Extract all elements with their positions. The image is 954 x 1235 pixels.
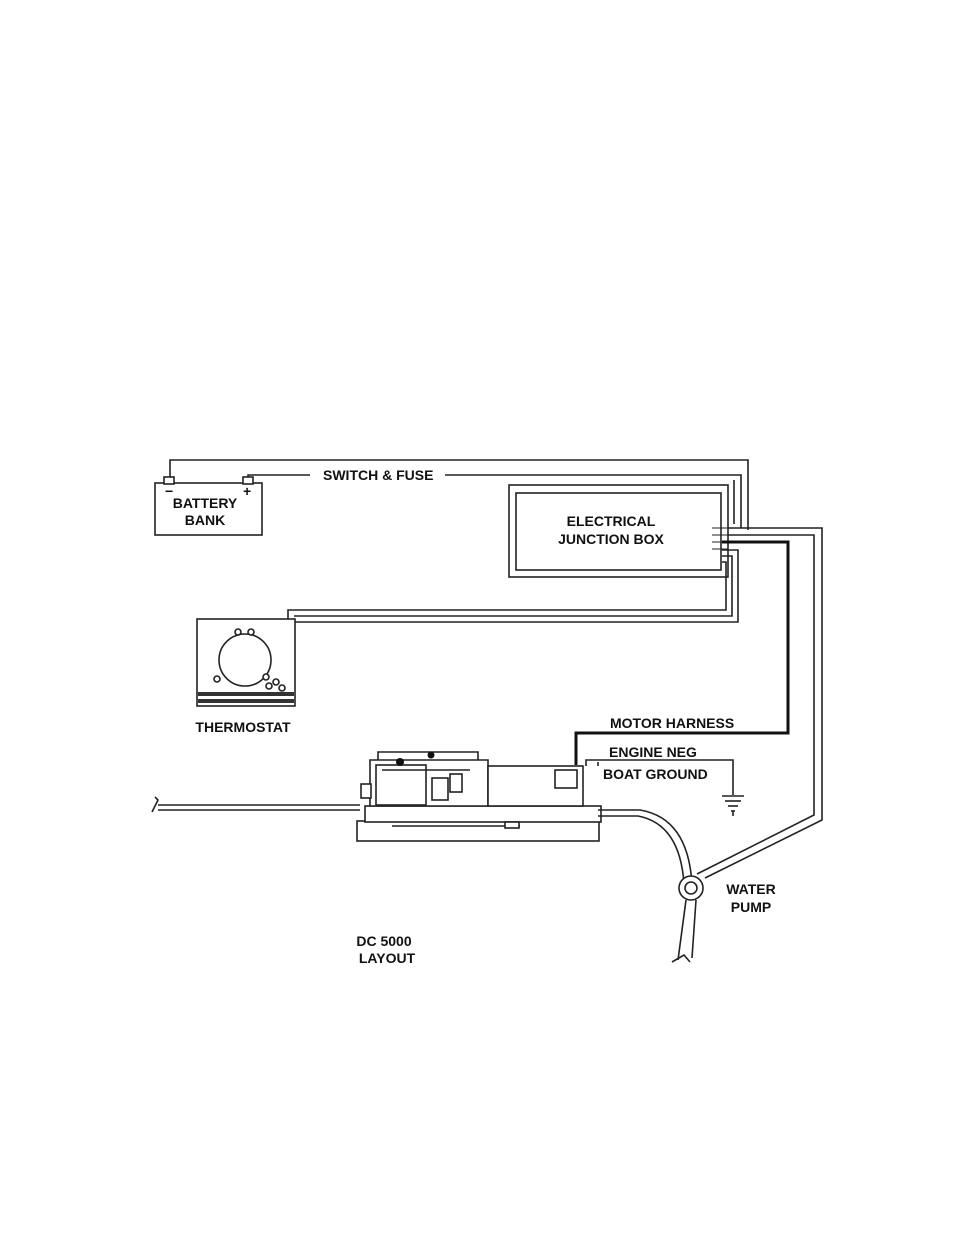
water-pump-label-line1: WATER [726,881,776,897]
battery-label-line2: BANK [185,512,225,528]
layout-title-line2: LAYOUT [359,950,416,966]
junction-to-pump-wires [697,528,822,878]
battery-label-line1: BATTERY [173,495,238,511]
intake-hose [152,797,360,812]
compressor-unit-icon [357,752,601,842]
motor-harness-label: MOTOR HARNESS [610,715,734,731]
ground-symbol-icon [722,796,744,816]
battery-pos-sign: + [243,483,251,499]
boat-ground-label: BOAT GROUND [603,766,708,782]
thermostat-icon [197,619,295,706]
switch-fuse-label: SWITCH & FUSE [323,467,433,483]
thermostat-label: THERMOSTAT [195,719,291,735]
layout-title-line1: DC 5000 [356,933,411,949]
water-pump-label-line2: PUMP [731,899,771,915]
battery-icon: − + BATTERY BANK [155,477,262,535]
water-pump-icon [679,876,703,900]
junction-box-icon: ELECTRICAL JUNCTION BOX [509,485,728,577]
engine-neg-label: ENGINE NEG [609,744,697,760]
junction-label-line2: JUNCTION BOX [558,531,664,547]
junction-label-line1: ELECTRICAL [567,513,656,529]
